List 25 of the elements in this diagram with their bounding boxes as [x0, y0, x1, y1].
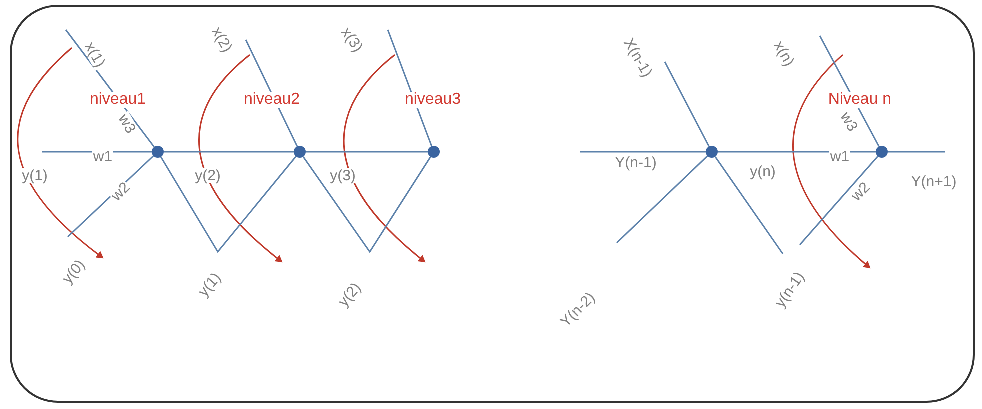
- signal-label: y(n): [749, 164, 777, 180]
- level-label: Niveau n: [827, 92, 893, 108]
- signal-label: y(1): [21, 168, 49, 184]
- signal-label: Y(n-1): [614, 156, 658, 170]
- connection-line: [42, 151, 152, 153]
- connection-line: [664, 62, 710, 148]
- connection-line: [160, 156, 297, 254]
- level-label: niveau2: [242, 92, 302, 108]
- connection-line: [302, 156, 432, 254]
- signal-label: y(3): [329, 168, 357, 184]
- connection-line: [714, 156, 784, 254]
- level-label: niveau3: [404, 92, 462, 108]
- connection-line: [580, 151, 706, 153]
- signal-label: x(1): [82, 39, 108, 71]
- connection-line: [888, 151, 945, 153]
- connection-line: [799, 156, 879, 246]
- connection-line: [616, 156, 708, 244]
- signal-label: w1: [92, 150, 114, 164]
- connection-line: [718, 151, 876, 153]
- connection-line: [164, 151, 294, 153]
- signal-label: y(2): [194, 168, 222, 184]
- signal-label: w1: [829, 150, 851, 164]
- connection-line: [306, 151, 428, 153]
- signal-label: Y(n+1): [910, 174, 958, 190]
- level-label: niveau1: [88, 92, 148, 108]
